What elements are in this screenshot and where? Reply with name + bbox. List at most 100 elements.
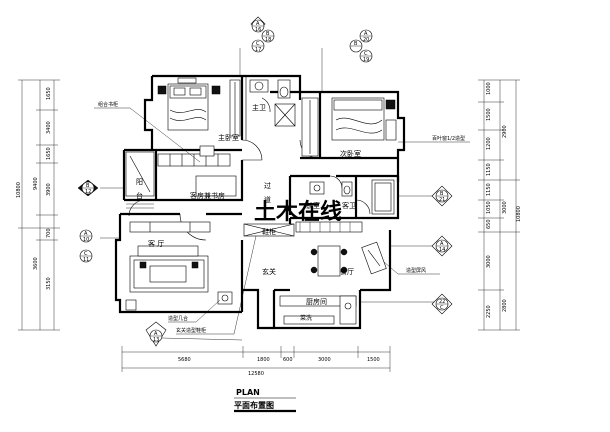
dim-left-3900: 3900 — [46, 183, 52, 196]
dim-left-3150: 3150 — [46, 277, 52, 290]
room-label-corridor-2: 道 — [264, 195, 271, 204]
dim-right-2900: 2900 — [502, 125, 508, 138]
svg-text:20: 20 — [363, 37, 369, 43]
svg-text:11: 11 — [83, 257, 89, 263]
plan-title-cn: 平面布置图 — [234, 400, 274, 410]
dim-right-10800: 10800 — [516, 206, 522, 222]
dim-bottom-5680: 5680 — [178, 357, 191, 363]
dim-right-650: 650 — [486, 219, 492, 229]
room-labels: 主卧室 主卫 次卧室 客房兼书房 阳 台 过 道 前室 客卫 客 厅 鞋柜 玄关… — [136, 103, 361, 322]
elevation-tag-c11: C 11 — [79, 249, 93, 263]
svg-text:21: 21 — [439, 197, 445, 203]
master-bath-fixtures — [249, 79, 296, 127]
room-label-corridor-1: 过 — [264, 181, 271, 190]
room-label-kitchen-sub: 菜洗 — [300, 314, 312, 322]
elevation-tag-a16: A 16 — [250, 16, 266, 33]
elevation-tag-b21: B 21 — [431, 185, 453, 207]
elevation-tag-c19: C 19 — [359, 49, 373, 63]
elevation-tag-a20: A 20 — [359, 29, 373, 43]
callout-coffee-table: 造型几合 — [168, 315, 188, 322]
callout-foyer-cabinet: 玄关造型鞋柜 — [176, 327, 206, 334]
svg-text:16: 16 — [255, 27, 261, 33]
dim-bottom-1800: 1800 — [257, 357, 270, 363]
svg-text:C: C — [364, 51, 368, 57]
svg-text:B: B — [354, 41, 358, 47]
dim-right-2800: 2800 — [502, 299, 508, 312]
room-label-guest-study: 客房兼书房 — [190, 191, 225, 200]
elevation-tag-a14: A 14 — [431, 235, 453, 257]
elevation-tag-c17: C 17 — [251, 39, 265, 53]
right-dimension-strings: 1000 1500 1200 1150 1150 1050 650 3000 2… — [478, 79, 522, 331]
dining-furniture — [310, 241, 387, 277]
elevation-tag-b-right: B — [349, 39, 363, 53]
room-label-master-bedroom: 主卧室 — [218, 133, 239, 142]
svg-text:13: 13 — [153, 337, 159, 343]
dim-bottom-1500: 1500 — [367, 357, 380, 363]
dim-right-2250: 2250 — [486, 305, 492, 318]
dim-left-3600: 3600 — [33, 257, 39, 270]
dim-right-1500: 1500 — [486, 108, 492, 121]
svg-text:B: B — [86, 183, 90, 189]
kitchen-fixtures — [279, 295, 357, 325]
elevation-tag-b12: B 12 — [77, 179, 99, 197]
dim-left-1650a: 1650 — [46, 87, 52, 100]
room-label-living-room: 客 厅 — [148, 239, 164, 248]
dim-bottom-600: 600 — [283, 357, 293, 363]
dim-right-1000: 1000 — [486, 82, 492, 95]
svg-text:A: A — [364, 31, 368, 37]
room-label-second-bedroom: 次卧室 — [340, 149, 361, 158]
room-label-dining: 餐厅 — [340, 267, 354, 276]
svg-text:B: B — [440, 191, 444, 197]
dim-left-10800: 10800 — [16, 182, 22, 198]
svg-text:19: 19 — [363, 57, 369, 63]
room-label-front-room: 前室 — [306, 201, 320, 210]
room-label-guest-bath: 客卫 — [342, 201, 356, 210]
watermark: 土木在线 — [254, 199, 342, 225]
dim-right-3000-outer: 3000 — [502, 201, 508, 214]
foyer-cabinet — [243, 221, 363, 237]
svg-text:14: 14 — [439, 247, 445, 253]
left-dimension-strings: 1650 3400 1650 3900 700 3150 10800 9400 … — [16, 79, 60, 331]
dim-left-3400: 3400 — [46, 121, 52, 134]
elevation-tag-a13: A 13 — [145, 321, 167, 347]
second-bedroom-furniture — [301, 97, 397, 157]
svg-text:C: C — [440, 305, 444, 311]
dim-left-1650b: 1650 — [46, 147, 52, 160]
title-block: PLAN 平面布置图 — [234, 388, 296, 413]
callout-window-blind: 百叶窗1/2造型 — [432, 135, 465, 142]
dim-left-9400: 9400 — [33, 177, 39, 190]
svg-text:A: A — [84, 231, 88, 237]
room-label-foyer: 玄关 — [262, 267, 276, 276]
callout-feature-screen: 造型屏风 — [406, 267, 426, 274]
balcony-hatch — [126, 203, 154, 209]
svg-text:B: B — [266, 31, 270, 37]
elevation-tags: A 16 C 17 B 18 A 20 C 19 — [77, 16, 453, 347]
svg-text:17: 17 — [255, 47, 261, 53]
svg-text:A: A — [440, 241, 444, 247]
room-label-balcony-2: 台 — [136, 191, 143, 200]
svg-text:C: C — [256, 41, 260, 47]
svg-text:22: 22 — [439, 299, 445, 305]
dim-right-1150b: 1150 — [486, 183, 492, 196]
callouts: 组合书柜 百叶窗1/2造型 造型屏风 造型几合 玄关造型鞋柜 — [94, 48, 470, 341]
dim-right-1200: 1200 — [486, 137, 492, 150]
room-label-balcony-1: 阳 — [136, 177, 143, 186]
room-label-master-bath: 主卫 — [252, 103, 266, 112]
dim-bottom-3000: 3000 — [318, 357, 331, 363]
svg-text:C: C — [84, 251, 88, 257]
room-label-kitchen: 厨房间 — [306, 297, 327, 306]
guest-bath-fixtures — [309, 179, 395, 215]
bottom-dimension-strings: 5680 1800 600 3000 1500 12580 — [121, 346, 391, 377]
elevation-tag-c22: 22 C — [431, 293, 453, 315]
guest-study-furniture — [125, 145, 237, 197]
dim-right-1150a: 1150 — [486, 163, 492, 176]
svg-text:10: 10 — [83, 237, 89, 243]
dim-right-3000: 3000 — [486, 255, 492, 268]
walls — [114, 74, 406, 330]
master-bedroom-furniture — [157, 77, 241, 137]
svg-text:A: A — [256, 21, 260, 27]
svg-text:A: A — [154, 331, 158, 337]
dim-left-700: 700 — [46, 228, 52, 238]
plan-title-en: PLAN — [236, 388, 260, 397]
